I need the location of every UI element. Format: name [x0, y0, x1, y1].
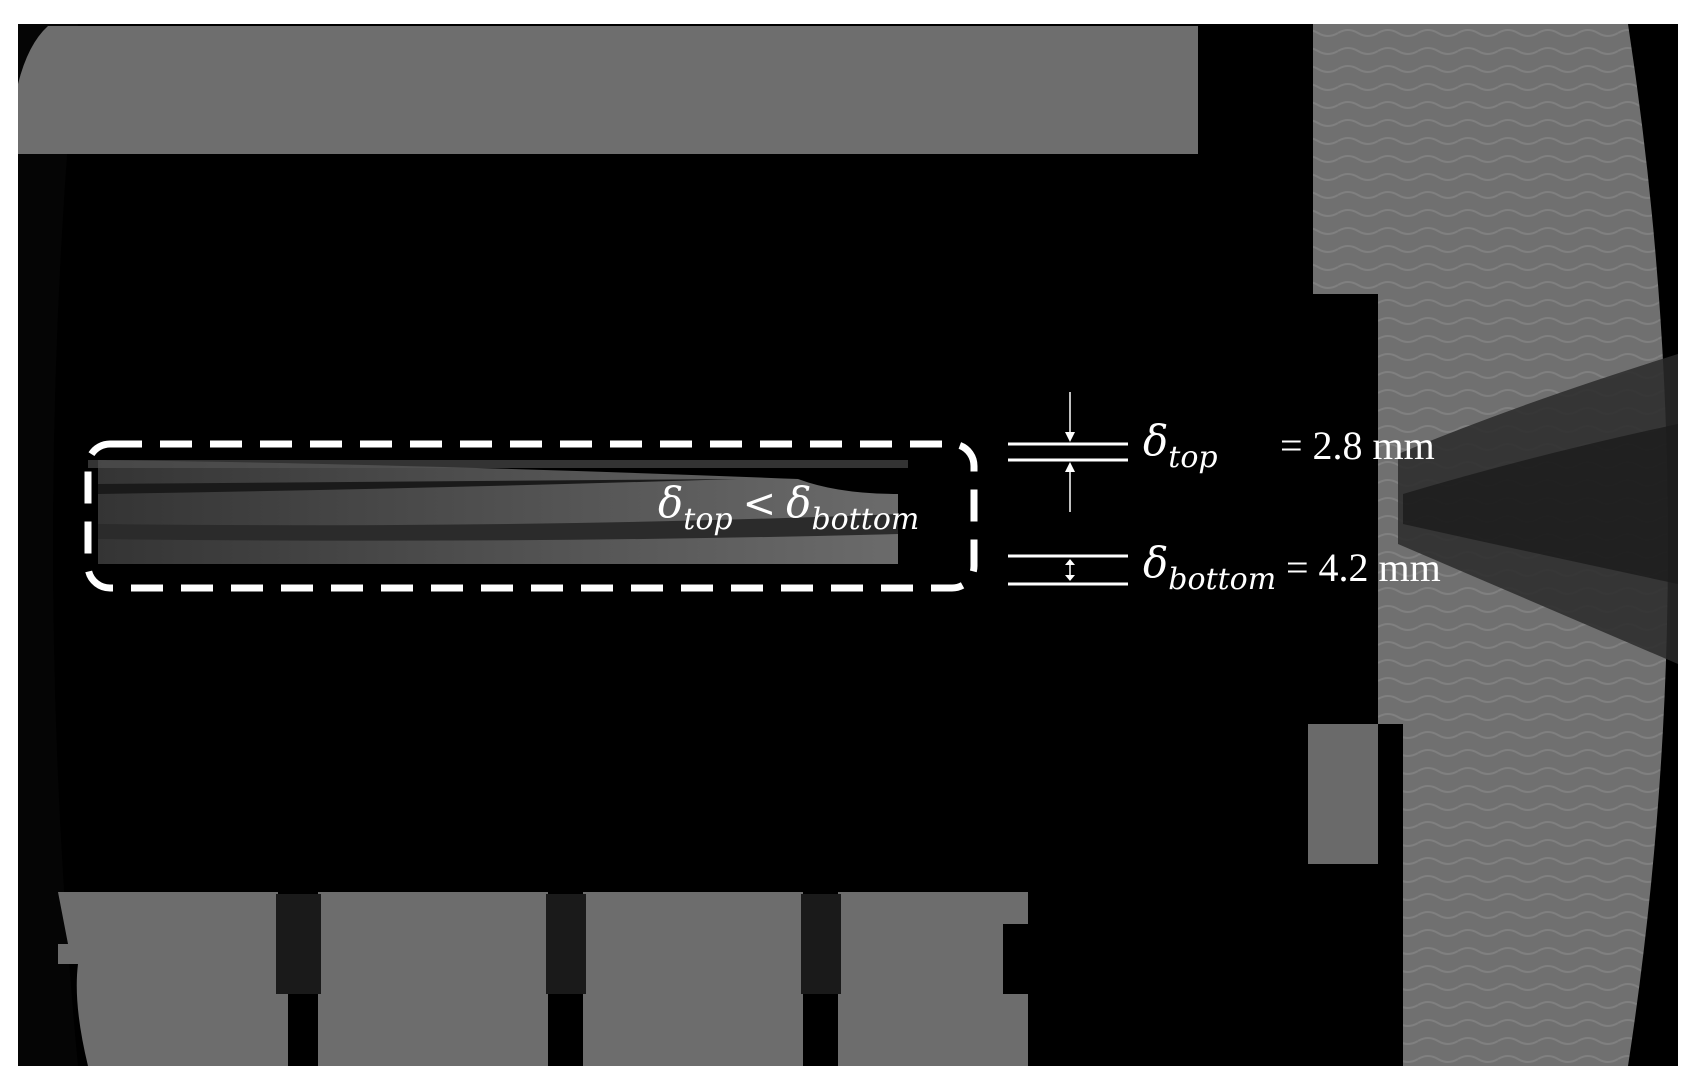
- top-thickness-marker: [1008, 392, 1128, 512]
- subscript-top: top: [683, 502, 733, 537]
- photo-drawing: [18, 24, 1678, 1066]
- top-gray-block: [18, 26, 1198, 154]
- subscript-top: top: [1168, 440, 1218, 475]
- delta-symbol: δ: [658, 478, 684, 527]
- plume-core: [1403, 424, 1678, 584]
- dashed-region-box: [84, 440, 978, 592]
- subscript-bottom: bottom: [811, 502, 920, 537]
- delta-symbol: δ: [1143, 538, 1169, 587]
- top-thickness-value: = 2.8 mm: [1280, 423, 1435, 468]
- window-edge-left: [18, 24, 78, 1066]
- bottom-thickness-value: = 4.2 mm: [1286, 545, 1441, 590]
- bottom-thickness-label: δbottom: [1143, 542, 1276, 595]
- bottom-thickness-marker: [1008, 554, 1128, 586]
- delta-symbol: δ: [786, 478, 812, 527]
- bottom-blocks: [58, 892, 1028, 1066]
- delta-symbol: δ: [1143, 416, 1169, 465]
- schlieren-photo: δtop<δbottom δtop = 2.8 mm δbottom = 4.2…: [18, 24, 1678, 1066]
- less-than-sign: <: [742, 481, 777, 527]
- subscript-bottom: bottom: [1168, 562, 1277, 597]
- lower-right-block: [1308, 724, 1378, 864]
- vertical-strut: [1198, 24, 1313, 294]
- jet-streaks: [88, 460, 908, 564]
- thickness-comparison-label: δtop<δbottom: [658, 481, 919, 535]
- top-thickness-label: δtop: [1143, 420, 1218, 473]
